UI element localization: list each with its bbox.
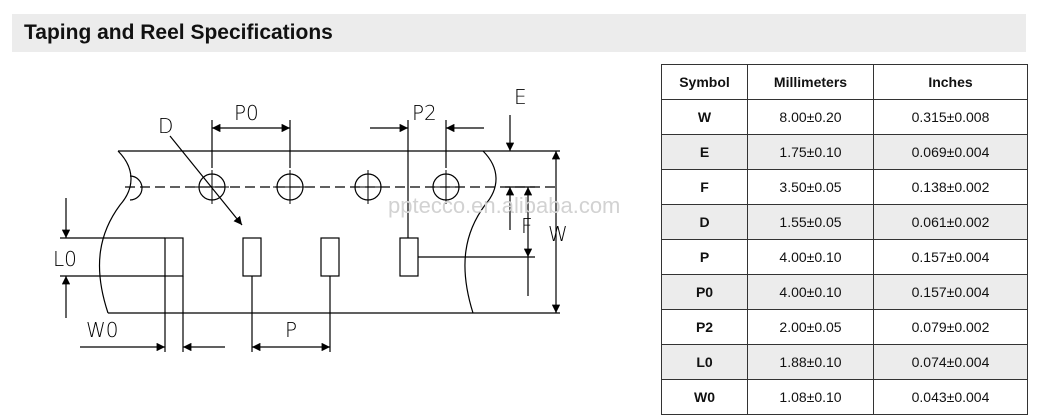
cell-inches: 0.074±0.004: [873, 344, 1028, 380]
cell-millimeters: 4.00±0.10: [747, 274, 874, 310]
table-row: W 8.00±0.20 0.315±0.008: [661, 99, 1028, 135]
cell-inches: 0.157±0.004: [873, 239, 1028, 275]
label-p0: P0: [234, 101, 259, 125]
cell-millimeters: 2.00±0.05: [747, 309, 874, 345]
cell-symbol: W0: [661, 379, 748, 415]
header-inches: Inches: [873, 64, 1028, 100]
cell-symbol: D: [661, 204, 748, 240]
watermark: pptecco.en.alibaba.com: [388, 193, 620, 218]
table-row: P0 4.00±0.10 0.157±0.004: [661, 274, 1028, 310]
tape-break-left: [98, 150, 132, 314]
header-millimeters: Millimeters: [747, 64, 874, 100]
page-title: Taping and Reel Specifications: [24, 21, 333, 44]
cell-millimeters: 1.75±0.10: [747, 134, 874, 170]
header-symbol: Symbol: [661, 64, 748, 100]
cavity: [242, 237, 262, 277]
label-w0: W0: [86, 318, 119, 342]
tape-diagram-svg: D P0 P2 E F W L0 W0 P pptecco.en.alibaba…: [53, 85, 620, 352]
cavity: [320, 237, 340, 277]
tape-diagram: D P0 P2 E F W L0 W0 P pptecco.en.alibaba…: [53, 85, 620, 352]
table-row: P2 2.00±0.05 0.079±0.002: [661, 309, 1028, 345]
table-row: E 1.75±0.10 0.069±0.004: [661, 134, 1028, 170]
label-p2: P2: [412, 101, 437, 125]
cell-millimeters: 1.08±0.10: [747, 379, 874, 415]
cell-symbol: F: [661, 169, 748, 205]
label-e: E: [514, 85, 527, 109]
cell-inches: 0.079±0.002: [873, 309, 1028, 345]
cell-inches: 0.043±0.004: [873, 379, 1028, 415]
title-bar: Taping and Reel Specifications: [12, 14, 1026, 52]
table-row: F 3.50±0.05 0.138±0.002: [661, 169, 1028, 205]
cell-inches: 0.061±0.002: [873, 204, 1028, 240]
component-cavities: [164, 237, 419, 277]
cell-inches: 0.138±0.002: [873, 169, 1028, 205]
label-p: P: [285, 318, 297, 342]
cell-millimeters: 3.50±0.05: [747, 169, 874, 205]
cell-symbol: P0: [661, 274, 748, 310]
table-row: L0 1.88±0.10 0.074±0.004: [661, 344, 1028, 380]
cell-millimeters: 4.00±0.10: [747, 239, 874, 275]
cell-millimeters: 1.55±0.05: [747, 204, 874, 240]
cell-inches: 0.069±0.004: [873, 134, 1028, 170]
table-row: P 4.00±0.10 0.157±0.004: [661, 239, 1028, 275]
spec-table: Symbol Millimeters Inches W 8.00±0.20 0.…: [661, 64, 1028, 415]
cell-millimeters: 1.88±0.10: [747, 344, 874, 380]
table-row: D 1.55±0.05 0.061±0.002: [661, 204, 1028, 240]
label-f: F: [521, 214, 533, 238]
d-leader: [169, 135, 243, 226]
cavity: [164, 237, 184, 277]
table-row: W0 1.08±0.10 0.043±0.004: [661, 379, 1028, 415]
cell-symbol: W: [661, 99, 748, 135]
tape-break-right: [464, 150, 497, 314]
label-d: D: [158, 114, 173, 138]
cavity: [399, 237, 419, 277]
cell-inches: 0.157±0.004: [873, 274, 1028, 310]
label-w: W: [548, 222, 568, 246]
cell-symbol: L0: [661, 344, 748, 380]
cell-symbol: P: [661, 239, 748, 275]
cell-symbol: P2: [661, 309, 748, 345]
table-header-row: Symbol Millimeters Inches: [661, 64, 1028, 100]
label-l0: L0: [53, 247, 77, 271]
cell-inches: 0.315±0.008: [873, 99, 1028, 135]
sprocket-hole: [129, 175, 143, 201]
cell-millimeters: 8.00±0.20: [747, 99, 874, 135]
cell-symbol: E: [661, 134, 748, 170]
